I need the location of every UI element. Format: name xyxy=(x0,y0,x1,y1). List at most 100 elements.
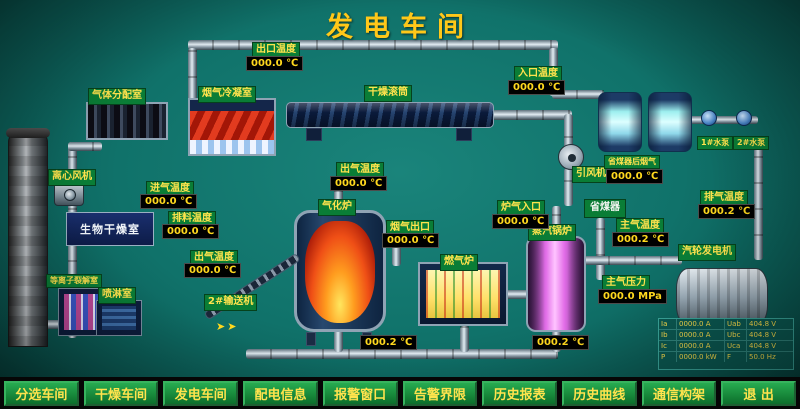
table-cell: P xyxy=(659,352,677,362)
table-row: P 0000.0 kW F 50.0 Hz xyxy=(659,352,793,362)
label-water-pump-2: 2#水泵 xyxy=(733,136,770,150)
gas-distribution-room xyxy=(86,102,168,140)
nav-button-sorting-workshop[interactable]: 分选车间 xyxy=(4,380,79,406)
condenser-hot-section xyxy=(190,111,274,140)
pipe-gasfurnace-top xyxy=(392,244,401,266)
readout-discharge-temp: 000.0 ℃ xyxy=(162,224,220,239)
label-drying-drum: 干燥滚筒 xyxy=(364,85,412,102)
pipe-condenser-riser xyxy=(188,48,197,102)
flue-gas-condenser xyxy=(188,98,276,156)
readout-intake-temp: 000.0 ℃ xyxy=(140,194,198,209)
pipe-furnace-to-boiler xyxy=(504,290,530,299)
table-cell: 404.8 V xyxy=(749,342,777,350)
pipe-pump-run xyxy=(688,116,758,124)
readout-exhaust-temp: 000.2 ℃ xyxy=(698,204,756,219)
steam-boiler-vessel xyxy=(526,236,586,332)
readout-main-steam-pressure: 000.0 MPa xyxy=(598,289,667,304)
gasifier-flame xyxy=(305,221,375,323)
pipe-fan-to-economizer xyxy=(564,168,573,206)
table-cell: F xyxy=(725,352,747,362)
table-cell: 0000.0 A xyxy=(677,330,725,340)
water-tank-1 xyxy=(598,92,642,152)
bio-drying-room-label: 生物干燥室 xyxy=(80,223,140,236)
page-title: 发电车间 xyxy=(326,12,474,43)
water-pump-2-icon xyxy=(736,110,752,126)
table-row: Ib 0000.0 A Ubc 404.8 V xyxy=(659,330,793,341)
nav-button-history-curve[interactable]: 历史曲线 xyxy=(561,380,637,406)
pipe-steam-to-turbine xyxy=(584,256,682,265)
gasifier-vessel xyxy=(294,210,386,332)
nav-button-communication-framework[interactable]: 通信构架 xyxy=(641,380,717,406)
readout-outgas-temp-left: 000.0 ℃ xyxy=(184,263,242,278)
table-cell: 50.0 Hz xyxy=(749,353,776,361)
pipe-distributor-link xyxy=(68,142,102,151)
flow-arrow-icon: ➤➤ xyxy=(216,320,239,333)
label-centrifugal-fan: 离心风机 xyxy=(48,169,96,186)
condenser-top-band xyxy=(190,100,274,111)
condenser-water-section xyxy=(190,140,274,154)
pipe-tank-feed xyxy=(552,90,604,99)
gas-furnace xyxy=(418,262,508,326)
fan-hub xyxy=(568,154,576,162)
water-pump-1-icon xyxy=(701,110,717,126)
gasifier-leg-left xyxy=(306,332,316,346)
pipe-economizer-drop xyxy=(596,218,605,280)
label-flue-condenser: 烟气冷凝室 xyxy=(198,86,256,103)
label-turbine-generator: 汽轮发电机 xyxy=(678,244,736,261)
table-cell: Uca xyxy=(725,341,747,351)
readout-gasifier-bottom: 000.2 ℃ xyxy=(360,335,418,350)
label-gas-furnace: 燃气炉 xyxy=(440,254,478,271)
table-cell: Ib xyxy=(659,330,677,340)
fan-hub xyxy=(64,189,76,201)
drying-drum xyxy=(286,102,494,128)
table-cell: 0000.0 kW xyxy=(677,352,725,362)
nav-button-exit[interactable]: 退 出 xyxy=(721,380,797,406)
bio-drying-room: 生物干燥室 xyxy=(66,212,154,246)
label-conveyor-2: 2#输送机 xyxy=(204,294,258,311)
pipe-gasfurnace-bottom xyxy=(460,326,469,352)
nav-button-power-distribution-info[interactable]: 配电信息 xyxy=(243,380,318,406)
water-tank-2 xyxy=(648,92,692,152)
pipe-boiler-top xyxy=(552,206,561,240)
nav-button-history-report[interactable]: 历史报表 xyxy=(482,380,557,406)
turbine-generator xyxy=(676,268,768,326)
table-cell: 404.8 V xyxy=(749,320,777,328)
spray-room-unit xyxy=(96,300,142,336)
spray-core xyxy=(102,306,136,330)
drum-stand-right xyxy=(456,128,472,141)
readout-boiler-bottom: 000.2 ℃ xyxy=(532,335,590,350)
nav-button-alarm-window[interactable]: 报警窗口 xyxy=(322,380,398,406)
nav-button-drying-workshop[interactable]: 干燥车间 xyxy=(83,380,159,406)
readout-main-steam-temp: 000.2 ℃ xyxy=(612,232,670,247)
label-spray-room: 喷淋室 xyxy=(98,287,136,304)
label-gas-distribution: 气体分配室 xyxy=(88,88,146,105)
centrifugal-fan-icon xyxy=(54,182,84,206)
label-economizer: 省煤器 xyxy=(584,199,626,218)
generator-data-table: Ia 0000.0 A Uab 404.8 V Ib 0000.0 A Ubc … xyxy=(658,318,794,370)
chimney xyxy=(8,132,48,347)
pipe-drum-outlet xyxy=(492,110,572,120)
readout-outlet-temp-top: 000.0 ℃ xyxy=(246,56,304,71)
table-cell: Ubc xyxy=(725,330,747,340)
pipe-top-run xyxy=(188,40,558,50)
table-cell: 404.8 V xyxy=(749,331,777,339)
drum-stand-left xyxy=(306,128,322,141)
readout-inlet-temp-top: 000.0 ℃ xyxy=(508,80,566,95)
table-cell: 0000.0 A xyxy=(677,319,725,329)
nav-button-alarm-limits[interactable]: 告警界限 xyxy=(402,380,478,406)
bottom-nav-bar: 分选车间 干燥车间 发电车间 配电信息 报警窗口 告警界限 历史报表 历史曲线 … xyxy=(0,377,800,409)
table-cell: Ia xyxy=(659,319,677,329)
readout-post-economizer-gas: 000.0 ℃ xyxy=(606,169,664,184)
induced-draft-fan-icon xyxy=(558,144,584,170)
table-cell: Ic xyxy=(659,341,677,351)
table-row: Ic 0000.0 A Uca 404.8 V xyxy=(659,341,793,352)
nav-button-power-workshop[interactable]: 发电车间 xyxy=(163,380,239,406)
label-water-pump-1: 1#水泵 xyxy=(697,136,734,150)
label-post-economizer-gas: 省煤器后烟气 xyxy=(604,155,660,169)
label-gasifier: 气化炉 xyxy=(318,199,356,216)
gas-furnace-flame-screen xyxy=(426,270,500,318)
pipe-gasifier-bottom xyxy=(334,330,343,352)
pipe-right-drop xyxy=(754,148,763,260)
table-cell: 0000.0 A xyxy=(677,341,725,351)
